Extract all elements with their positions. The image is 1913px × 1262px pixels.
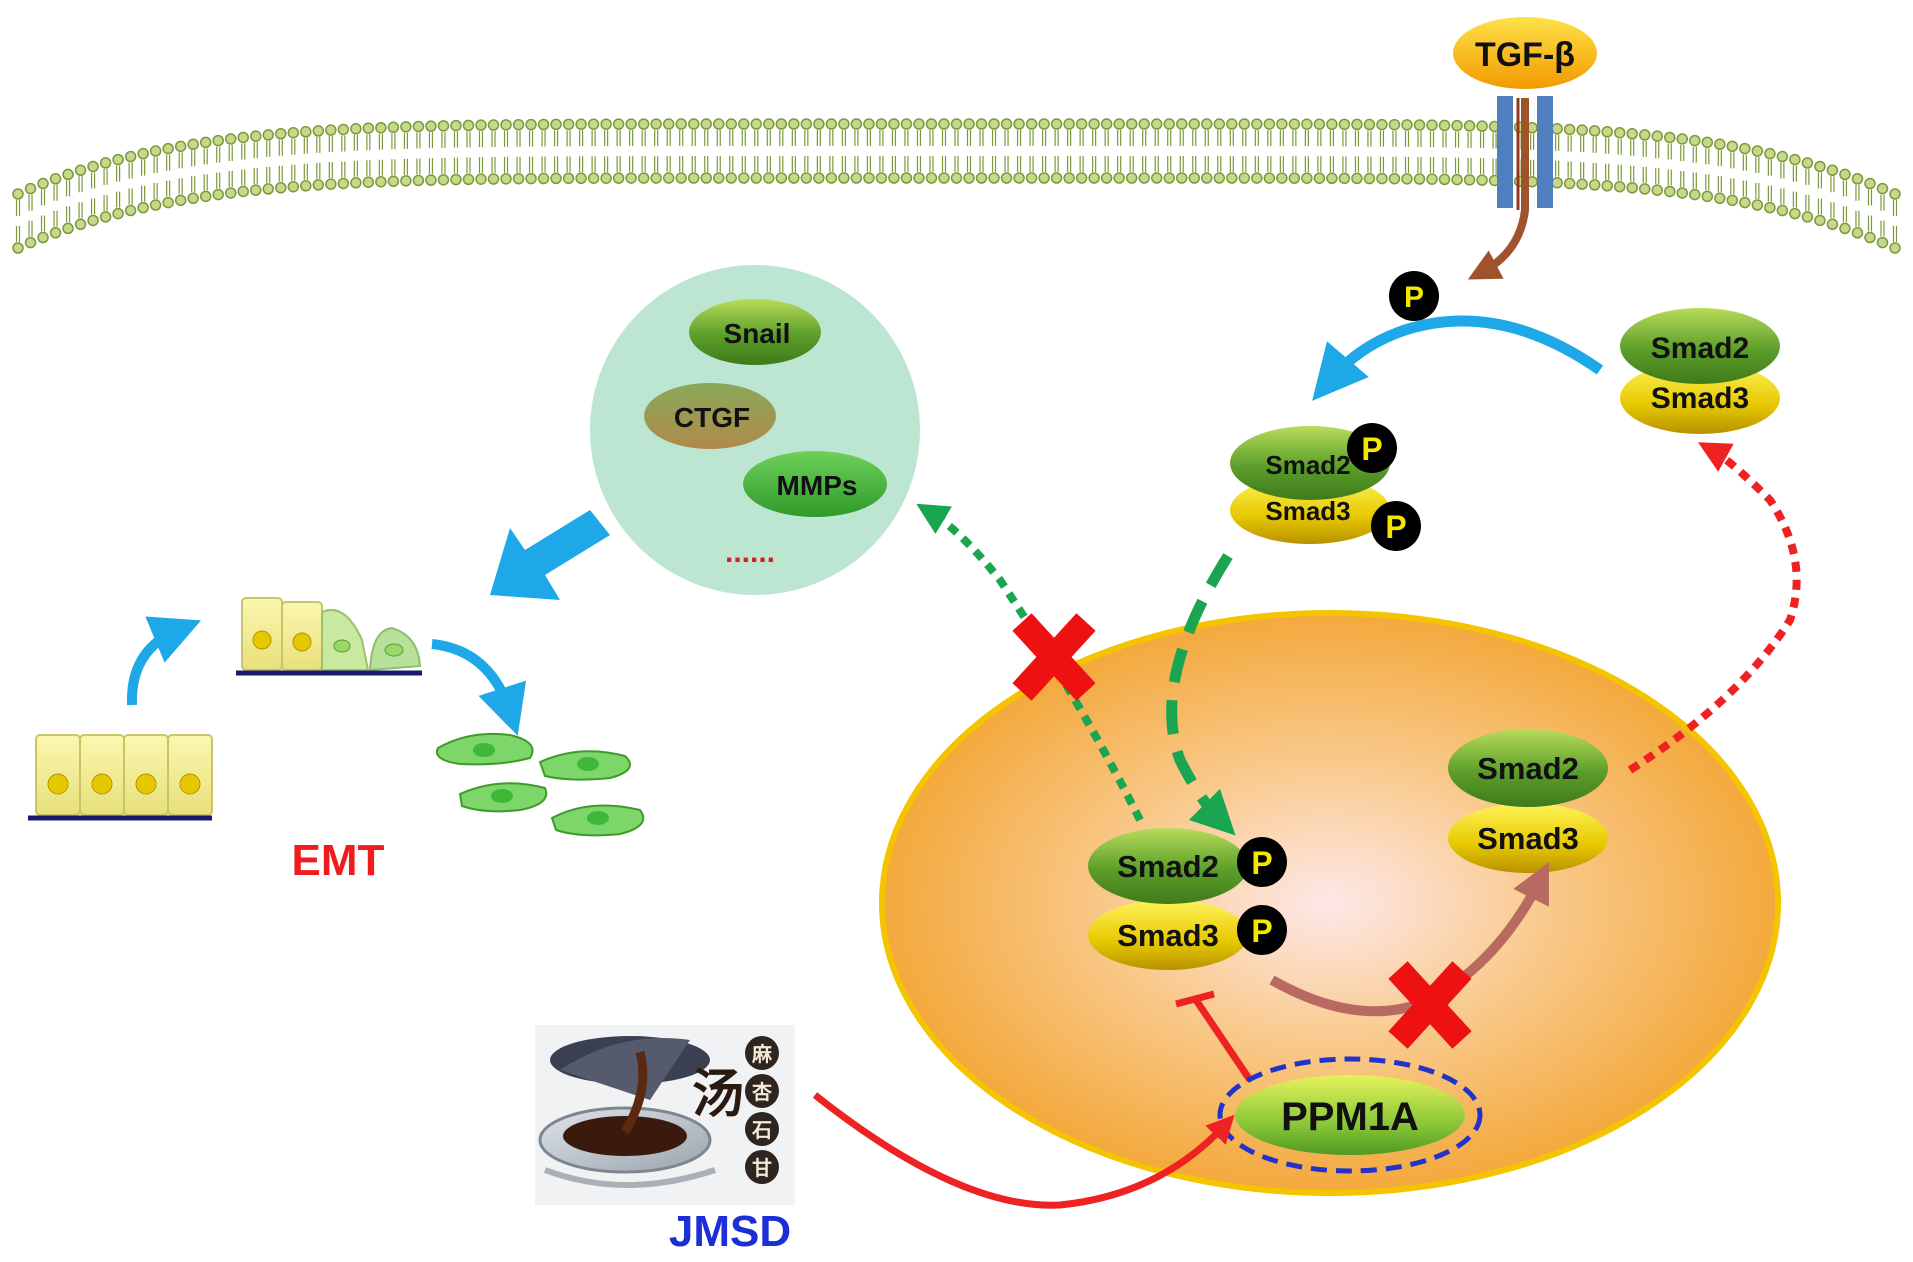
blocked-transcription-cross — [1012, 613, 1096, 701]
smad3-label: Smad3 — [1651, 382, 1749, 415]
epithelial-cells — [28, 734, 213, 821]
svg-text:麻: 麻 — [751, 1042, 773, 1066]
receptor-activation-arrow — [1467, 98, 1529, 280]
svg-text:甘: 甘 — [752, 1156, 772, 1180]
svg-text:Smad2: Smad2 — [1117, 849, 1219, 884]
smad2-smad3-complex-cytoplasm: Smad2 Smad3 — [1620, 308, 1780, 434]
svg-text:P: P — [1361, 431, 1382, 467]
ppm1a-label: PPM1A — [1281, 1095, 1419, 1139]
emt-induction-arrow — [490, 510, 610, 600]
smad2-smad3-complex-nucleus: Smad2 Smad3 — [1448, 729, 1608, 873]
svg-text:Smad3: Smad3 — [1477, 821, 1579, 856]
mmps-label: MMPs — [777, 470, 858, 501]
calligraphy-seals: 麻 杏 石 甘 — [745, 1036, 779, 1184]
ctgf-label: CTGF — [674, 402, 750, 433]
svg-text:P: P — [1251, 845, 1272, 881]
tgf-beta-label: TGF-β — [1475, 36, 1575, 74]
svg-text:Smad2: Smad2 — [1265, 450, 1350, 480]
transcription-arrow — [916, 503, 1144, 822]
ppm1a-inhibition — [1193, 998, 1253, 1082]
tgf-beta-receptor — [1497, 96, 1553, 208]
phospho-smad2-smad3-cytoplasm: Smad2 Smad3 P P — [1230, 423, 1421, 551]
phosphorylation-arrow — [1312, 315, 1604, 401]
ellipsis-label: ...... — [725, 536, 775, 569]
svg-text:P: P — [1404, 281, 1424, 314]
target-genes-circle: Snail CTGF MMPs ...... — [590, 265, 920, 595]
nuclear-export-arrow — [1627, 442, 1801, 774]
svg-text:杏: 杏 — [751, 1080, 772, 1104]
emt-illustration: EMT — [28, 597, 645, 885]
jmsd-label: JMSD — [669, 1207, 791, 1256]
svg-text:石: 石 — [751, 1118, 772, 1142]
svg-text:P: P — [1385, 509, 1406, 545]
phospho-smad2-smad3-nucleus: Smad2 Smad3 P P — [1088, 828, 1287, 970]
nuclear-import-arrow — [1166, 553, 1236, 836]
cell-membrane — [12, 118, 1901, 254]
snail-label: Snail — [724, 318, 791, 349]
blocked-dephosphorylation-cross — [1388, 961, 1472, 1049]
phosphate-badge: P — [1389, 271, 1439, 321]
svg-text:Smad2: Smad2 — [1477, 751, 1579, 786]
emt-label: EMT — [292, 836, 385, 885]
tgf-beta-ligand: TGF-β — [1453, 17, 1597, 89]
svg-text:Smad3: Smad3 — [1265, 496, 1350, 526]
mesenchymal-cells — [436, 732, 645, 837]
calligraphy-main: 汤 — [692, 1064, 744, 1125]
transitioning-cells — [236, 597, 422, 676]
smad2-label: Smad2 — [1651, 332, 1749, 365]
svg-text:P: P — [1251, 913, 1272, 949]
jmsd-activation-arrow — [812, 1092, 1235, 1209]
jmsd-decoction-image: 汤 麻 杏 石 甘 — [535, 1025, 795, 1205]
svg-text:Smad3: Smad3 — [1117, 918, 1219, 953]
